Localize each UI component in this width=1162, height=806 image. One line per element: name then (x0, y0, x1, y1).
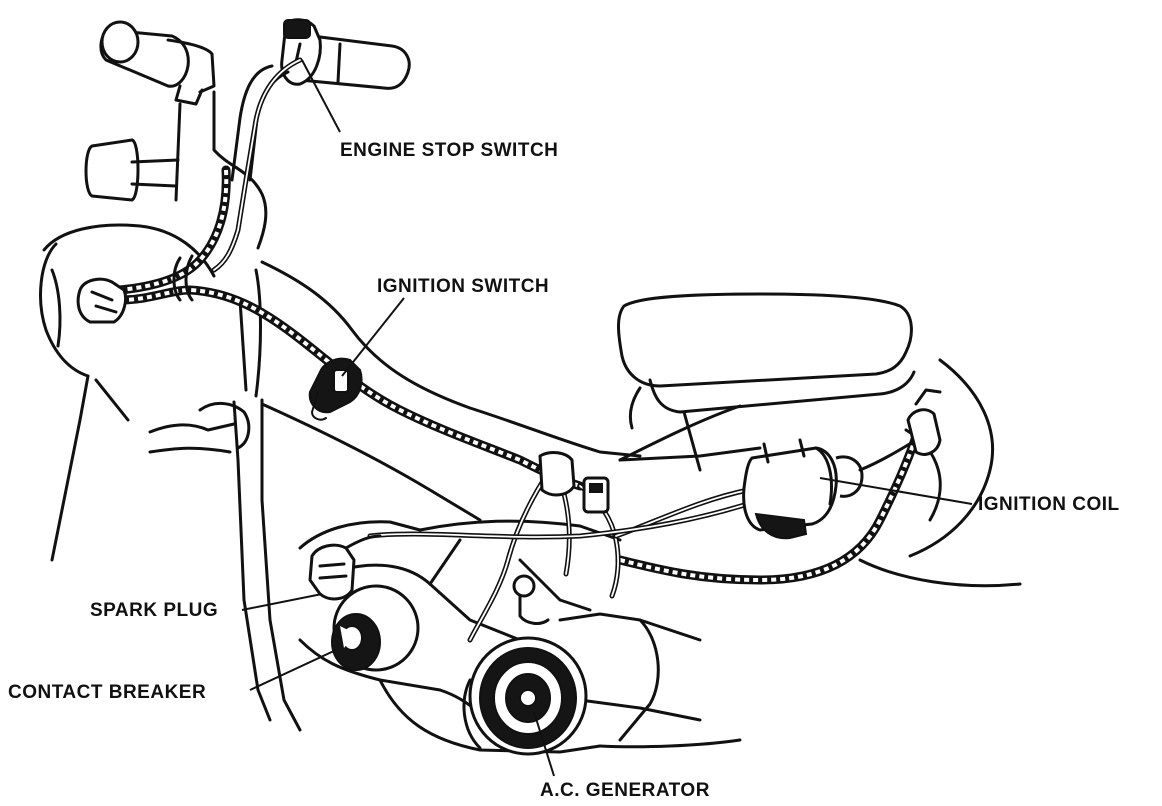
leader-engine-stop-switch (301, 59, 341, 133)
ac-generator (462, 636, 588, 756)
handlebar (84, 18, 411, 250)
harness-connector (76, 277, 128, 324)
leader-lines (241, 59, 973, 777)
contact-breaker (331, 584, 420, 672)
front-fork (39, 223, 302, 732)
ignition-coil (742, 438, 918, 540)
junction-connector (538, 451, 610, 514)
rear-connector (906, 388, 942, 456)
spark-plug (308, 534, 382, 601)
leader-ignition-coil (819, 477, 973, 505)
ignition-switch (308, 357, 363, 421)
leader-contact-breaker (249, 649, 337, 691)
leader-spark-plug (241, 593, 323, 611)
label-ignition-coil: IGNITION COIL (978, 494, 1120, 515)
seat (617, 292, 1022, 588)
label-ignition-switch: IGNITION SWITCH (377, 276, 550, 297)
frame (238, 260, 742, 522)
leader-ac-generator (533, 711, 555, 777)
engine (298, 519, 742, 754)
label-engine-stop-switch: ENGINE STOP SWITCH (340, 140, 559, 161)
label-spark-plug: SPARK PLUG (90, 600, 219, 621)
label-contact-breaker: CONTACT BREAKER (8, 682, 207, 703)
label-ac-generator: A.C. GENERATOR (540, 780, 710, 801)
leader-ignition-switch (341, 297, 405, 377)
